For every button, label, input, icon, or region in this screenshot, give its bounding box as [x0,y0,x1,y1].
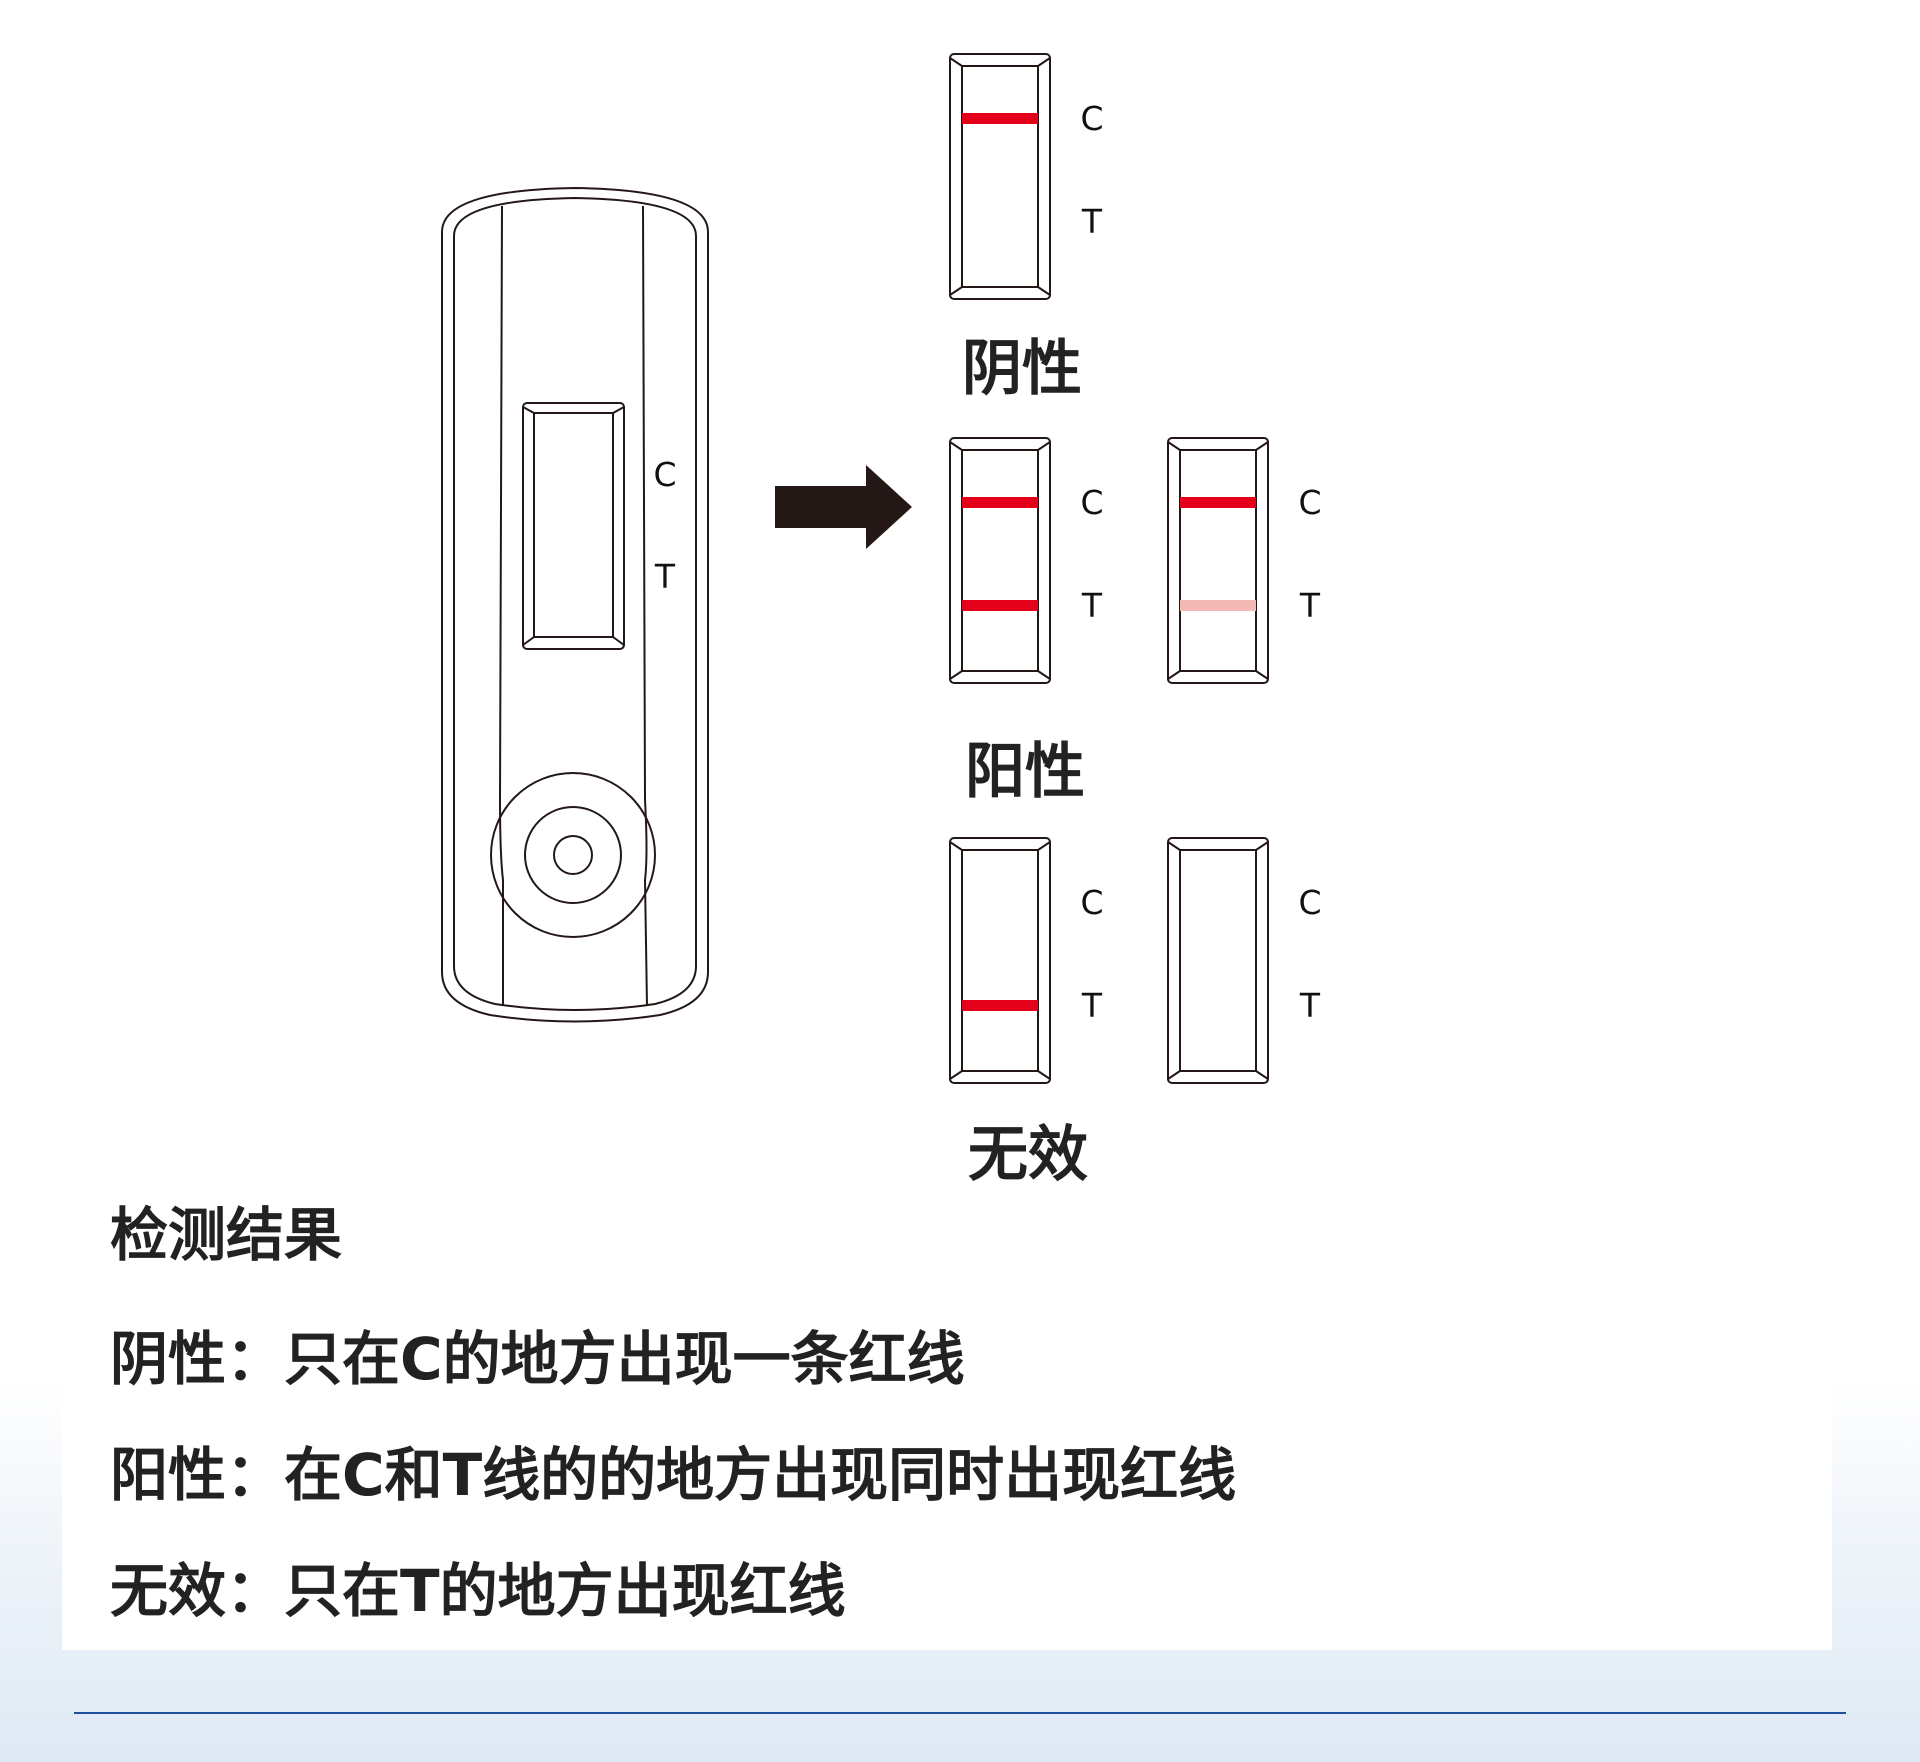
strip-bevel [1255,1070,1269,1080]
strip-bevel [949,670,963,680]
strip-window [1179,449,1257,672]
legend-heading: 检测结果 [110,1201,343,1269]
window-bevel [612,636,625,646]
strip-bevel [1255,441,1269,451]
legend-negative: 阴性：只在C的地方出现一条红线 [110,1325,965,1393]
strip-t-label: T [1299,586,1321,625]
strip-bevel [1255,841,1269,851]
legend-invalid: 无效：只在T的地方出现红线 [110,1557,846,1625]
strip-bevel [949,57,963,67]
strip-bevel [1037,441,1051,451]
arrow-right-icon [775,465,912,549]
strip-c-label: C [1080,883,1103,922]
cassette-right-groove [642,205,648,1007]
strip-c-label: C [1298,883,1321,922]
strip-bevel [1037,286,1051,296]
strip-bevel [1255,670,1269,680]
strip-bevel [949,841,963,851]
strip-window [961,849,1039,1072]
strip-outer [949,837,1051,1084]
strip-t-label: T [1081,202,1103,241]
strip-outer [1167,437,1269,684]
legend-positive: 阳性：在C和T线的的地方出现同时出现红线 [110,1441,1237,1509]
strip-c-label: C [1080,483,1103,522]
content-card [62,0,1832,1650]
test-line [962,1000,1038,1011]
strip-c-label: C [1298,483,1321,522]
strip-window [961,65,1039,288]
strip-outer [1167,837,1269,1084]
negative-title: 阴性 [962,334,1082,404]
cassette-result-window-outer [522,402,625,650]
cassette-outer-body [441,186,709,1023]
sample-well-middle [524,806,622,904]
strip-bevel [1167,441,1181,451]
invalid-strip: CT [1167,837,1322,1084]
control-line [962,113,1038,124]
strip-window [961,449,1039,672]
strip-bevel [1167,841,1181,851]
bottom-divider [74,1712,1846,1714]
positive-strip: CT [1167,437,1322,684]
test-line [1180,600,1256,611]
strip-bevel [1037,57,1051,67]
window-bevel [522,406,535,414]
negative-strip: CT [949,53,1104,300]
cassette-left-groove [498,205,504,1006]
test-cassette [441,186,709,1023]
positive-title: 阳性 [965,737,1085,807]
strip-bevel [1167,1070,1181,1080]
control-line [962,497,1038,508]
sample-well-outer [490,772,656,938]
strip-bevel [949,286,963,296]
positive-strip: CT [949,437,1104,684]
strip-bevel [1167,670,1181,680]
cassette-result-window-inner [533,412,614,638]
invalid-strip: CT [949,837,1104,1084]
test-line [962,600,1038,611]
cassette-c-label: C [653,455,676,494]
strip-bevel [1037,841,1051,851]
strip-c-label: C [1080,99,1103,138]
window-bevel [612,406,625,414]
strip-bevel [949,441,963,451]
window-bevel [522,636,535,646]
strip-outer [949,437,1051,684]
strip-t-label: T [1081,986,1103,1025]
cassette-inner-body [453,196,697,1011]
strip-bevel [949,1070,963,1080]
invalid-title: 无效 [968,1120,1088,1190]
result-legend: 检测结果 阴性：只在C的地方出现一条红线 阳性：在C和T线的的地方出现同时出现红… [110,1195,1236,1667]
strip-outer [949,53,1051,300]
strip-bevel [1037,670,1051,680]
strip-t-label: T [1081,586,1103,625]
strip-bevel [1037,1070,1051,1080]
cassette-t-label: T [654,557,676,596]
control-line [1180,497,1256,508]
sample-well-inner [553,835,593,875]
strip-t-label: T [1299,986,1321,1025]
strip-window [1179,849,1257,1072]
